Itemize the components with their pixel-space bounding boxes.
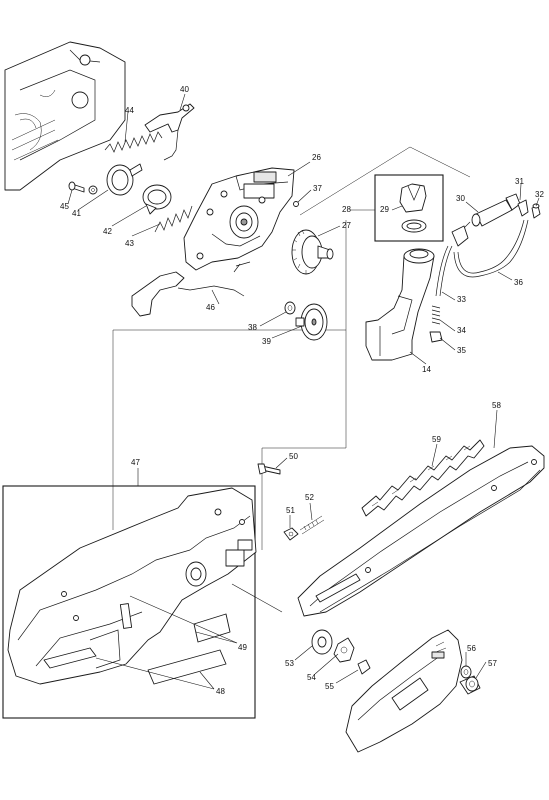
trigger-46 [131, 261, 251, 317]
hose-33 [435, 245, 453, 297]
nut-56 [460, 665, 472, 679]
callout-31: 31 [515, 177, 524, 186]
callout-37: 37 [313, 184, 322, 193]
callout-56: 56 [467, 644, 476, 653]
hose-36 [453, 219, 529, 278]
saw-chain-59 [361, 439, 485, 517]
callout-46: 46 [206, 303, 215, 312]
sprocket-cover [345, 629, 463, 753]
callout-42: 42 [103, 227, 112, 236]
callout-57: 57 [488, 659, 497, 668]
callout-50: 50 [289, 452, 298, 461]
callout-39: 39 [262, 337, 271, 346]
callout-54: 54 [307, 673, 316, 682]
screw-50 [257, 463, 281, 475]
spring-34 [431, 305, 441, 325]
callout-36: 36 [514, 278, 523, 287]
callout-41: 41 [72, 209, 81, 218]
spring-44 [104, 131, 163, 153]
clamp-41 [106, 163, 143, 196]
callout-51: 51 [286, 506, 295, 515]
lever-40 [144, 103, 195, 161]
oil-cap-29 [399, 183, 427, 233]
motor-housing-26 [183, 167, 295, 271]
gear-39 [295, 303, 328, 341]
callout-33: 33 [457, 295, 466, 304]
callout-44: 44 [125, 106, 134, 115]
screw-35 [429, 331, 443, 343]
callout-43: 43 [125, 239, 134, 248]
knob-57 [459, 675, 481, 695]
oil-tank-14 [365, 248, 435, 361]
sprocket-27 [291, 229, 334, 275]
screw-32 [531, 203, 541, 219]
callout-32: 32 [535, 190, 544, 199]
callout-58: 58 [492, 401, 501, 410]
screw-45 [68, 181, 98, 195]
callout-28: 28 [342, 205, 351, 214]
callout-59: 59 [432, 435, 441, 444]
callout-30: 30 [456, 194, 465, 203]
callout-48: 48 [216, 687, 225, 696]
bolt-52 [299, 515, 325, 535]
label-49 [193, 613, 231, 643]
callout-53: 53 [285, 659, 294, 668]
spring-43 [154, 205, 193, 233]
clamp-42 [142, 184, 172, 215]
callout-47: 47 [131, 458, 140, 467]
plate-54 [333, 637, 355, 663]
callout-40: 40 [180, 85, 189, 94]
housing-fragment [4, 41, 126, 191]
oil-pump-30 [451, 193, 521, 247]
label-48 [147, 649, 227, 685]
nut-51 [283, 527, 299, 541]
leader-lines [67, 93, 540, 690]
callout-29: 29 [380, 205, 389, 214]
callout-26: 26 [312, 153, 321, 162]
callout-34: 34 [457, 326, 466, 335]
washer-38 [284, 301, 296, 315]
screw-37 [293, 201, 299, 207]
part-31 [517, 199, 529, 217]
clip-55 [357, 659, 371, 675]
callout-14: 14 [422, 365, 431, 374]
callout-45: 45 [60, 202, 69, 211]
callout-38: 38 [248, 323, 257, 332]
cover-body-47 [7, 487, 257, 685]
callout-49: 49 [238, 643, 247, 652]
callout-35: 35 [457, 346, 466, 355]
callout-52: 52 [305, 493, 314, 502]
washer-53 [311, 629, 333, 655]
guide-bar-58 [297, 445, 545, 617]
callout-27: 27 [342, 221, 351, 230]
callout-55: 55 [325, 682, 334, 691]
callout-numbers: 14 26 27 28 29 30 31 32 33 34 35 36 37 3… [60, 85, 544, 696]
